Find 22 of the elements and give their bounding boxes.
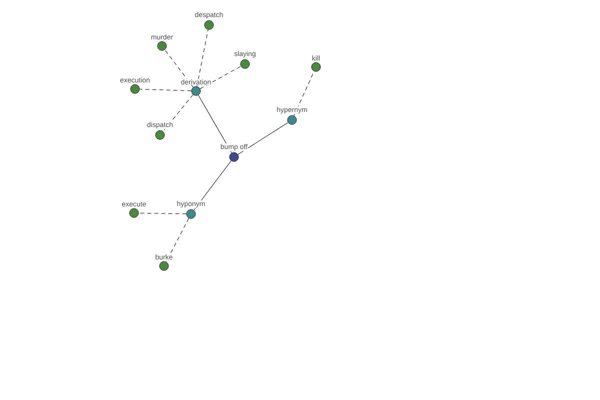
connector-line — [198, 94, 232, 154]
connector-line — [138, 212, 187, 214]
connector-line — [139, 88, 192, 92]
graph-node — [129, 208, 139, 218]
graph-node — [186, 209, 196, 219]
connector-line — [196, 29, 208, 87]
connector-line — [166, 218, 190, 262]
connector-line — [162, 94, 194, 132]
graph-node — [229, 152, 239, 162]
graph-node — [191, 86, 201, 96]
graph-node — [204, 20, 214, 30]
graph-node — [240, 59, 250, 69]
graph-node — [130, 84, 140, 94]
connector-line — [164, 50, 194, 88]
graph-node — [157, 41, 167, 51]
connector-line — [238, 122, 288, 155]
graph-node — [155, 130, 165, 140]
graph-node — [311, 62, 321, 72]
graph-node — [159, 261, 169, 271]
connector-line — [200, 66, 242, 89]
connector-line — [294, 71, 314, 116]
graph-node — [287, 115, 297, 125]
